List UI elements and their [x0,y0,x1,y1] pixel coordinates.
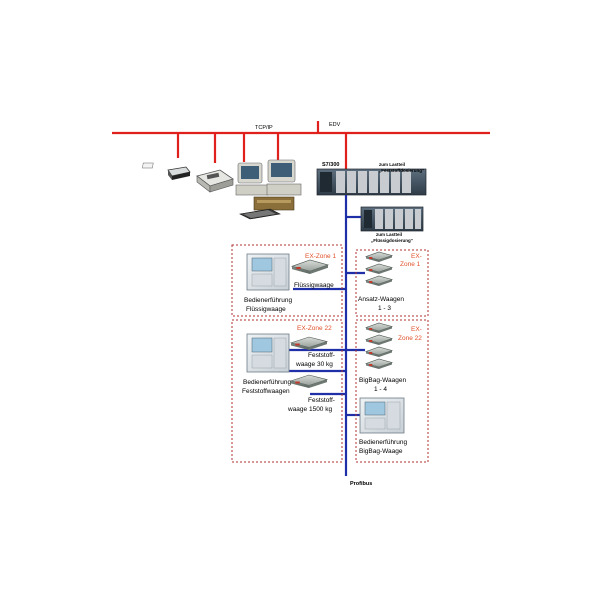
ex-zone-22-right-box [355,319,429,463]
printer-icon [142,162,191,180]
edv-label: EDV [329,122,341,128]
operator-panel-bigbag [359,397,405,434]
operator-panel-feststoff [246,333,290,373]
feststoff30-label-1: Feststoff- [308,352,335,359]
scale-bigbag-2 [364,334,394,345]
scale-bigbag-1 [364,322,394,333]
ansatz-label-1: Ansatz-Waagen [358,296,404,303]
bigbag-label-2: 1 - 4 [374,386,387,393]
panel-feststoff-label-1: Bedienerführung [243,379,291,386]
feststoff30-label-2: waage 30 kg [295,361,333,368]
scales-group [289,251,394,388]
ansatz-label-2: 1 - 3 [378,305,391,312]
plc-rack-second [360,206,424,232]
ex-zone-1-left-box [231,244,343,317]
fluessigwaage-label: Flüssigwaage [294,282,334,289]
scanner-icon [196,169,234,193]
tower-pc-icon [253,196,295,211]
keyboard-icon [239,208,281,220]
plc-top-note-2: „Feststoffdosierung“ [379,168,424,173]
scale-feststoff-30kg [289,336,329,350]
ex-zone-22-left-label: EX-Zone 22 [297,325,332,332]
ethernet-network [112,121,490,170]
plc-second-note-2: „Flüssigdosierung“ [371,238,413,243]
panel-fluessig-label-1: Bedienerführung [244,297,292,304]
s7-label: S7/300 [322,162,339,168]
computer-1-icon [235,162,269,196]
ex-zone-22-right-label-1: EX- [411,326,422,333]
scale-ansatz-2 [364,263,394,274]
plc-rack-top [316,168,427,196]
ex-zone-1-right-label-2: Zone 1 [400,261,421,268]
panel-bigbag-label-1: Bedienerführung [359,439,407,446]
operator-panel-fluessig [246,253,290,291]
computer-2-icon [266,159,302,196]
profibus-network [278,195,365,476]
scale-ansatz-3 [364,275,394,286]
ex-zone-22-left-box [231,319,343,463]
plc-top-note-1: zum Lastteil [379,162,405,167]
scale-bigbag-4 [364,358,394,369]
zone-boxes [231,244,429,463]
profibus-label: Profibus [350,481,372,487]
ex-zone-22-right-label-2: Zone 22 [398,335,422,342]
panel-bigbag-label-2: BigBag-Waage [359,448,403,455]
scale-feststoff-1500kg [289,374,329,388]
scale-fluessigwaage [290,259,330,274]
tcpip-label: TCP/IP [255,125,273,131]
panel-feststoff-label-2: Feststoffwaagen [242,388,290,395]
bigbag-label-1: BigBag-Waagen [359,377,406,384]
scale-ansatz-1 [364,251,394,262]
feststoff1500-label-2: waage 1500 kg [287,406,332,413]
plc-second-note-1: zum Lastteil [376,232,402,237]
panel-fluessig-label-2: Flüssigwaage [246,306,286,313]
ex-zone-1-right-box [355,249,429,317]
ex-zone-1-right-label-1: EX- [411,253,422,260]
scale-bigbag-3 [364,346,394,357]
ex-zone-1-left-label: EX-Zone 1 [305,253,336,260]
feststoff1500-label-1: Feststoff- [308,397,335,404]
